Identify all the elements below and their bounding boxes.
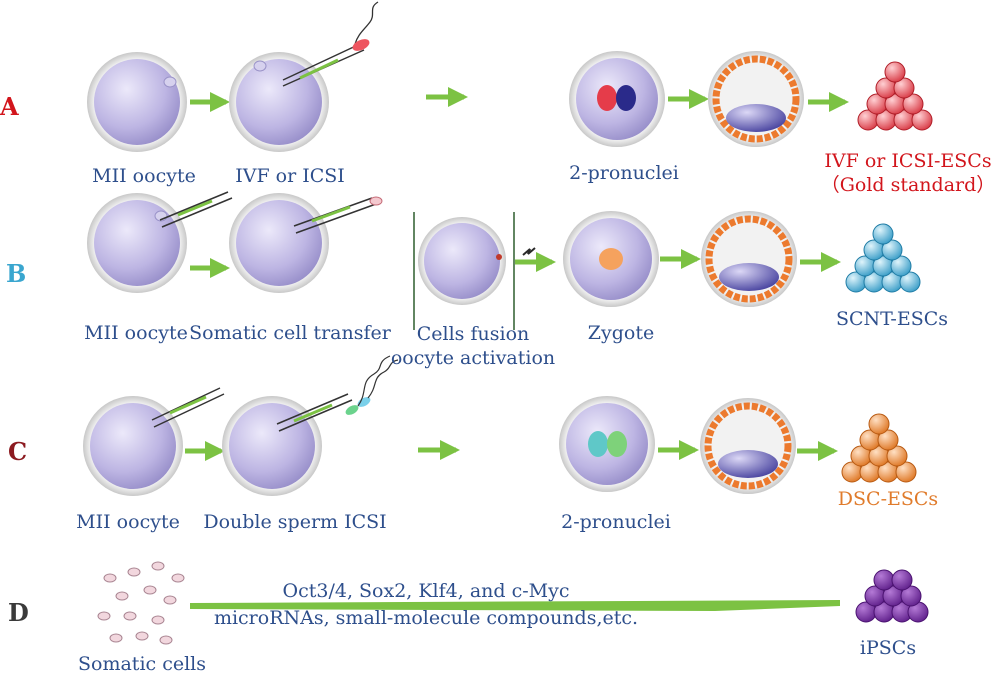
row-c-oocyte-label: MII oocyte	[76, 511, 180, 533]
row-label-b: B	[6, 259, 27, 288]
row-b-esc-colony	[845, 223, 921, 293]
row-label-c: C	[8, 437, 28, 466]
row-c-oocyte	[83, 387, 225, 496]
row-a-icsi-oocyte	[229, 52, 329, 152]
row-b-blastocyst	[701, 211, 797, 307]
row-b-activation-label: oocyte activation	[390, 347, 556, 369]
row-d-factors-line2: microRNAs, small-molecule compounds,etc.	[213, 607, 639, 629]
row-b-fusion-label: Cells fusion	[416, 323, 530, 345]
row-a-esc-colony	[857, 61, 933, 131]
row-c-esc-colony	[841, 413, 917, 483]
row-c-pronuclei-zygote	[559, 396, 655, 492]
row-d-long-arrow	[190, 600, 840, 611]
row-c-step-label: Double sperm ICSI	[203, 511, 387, 533]
row-a-micropipette	[282, 1, 379, 87]
row-b-zygote	[563, 211, 659, 307]
row-a-pronuclei-label: 2-pronuclei	[569, 162, 679, 184]
row-d-result-label: iPSCs	[859, 637, 917, 659]
row-a-result-sublabel: （Gold standard）	[820, 174, 996, 196]
row-d-ipsc-colony	[855, 569, 929, 623]
row-a-oocyte-label: MII oocyte	[92, 165, 196, 187]
row-d-factors-line1: Oct3/4, Sox2, Klf4, and c-Myc	[282, 580, 570, 602]
row-c-icsi-oocyte	[222, 355, 399, 496]
row-a-result-label: IVF or ICSI-ESCs	[824, 150, 992, 172]
row-c-blastocyst	[700, 398, 796, 494]
row-b-step-label: Somatic cell transfer	[189, 322, 391, 344]
row-b-oocyte	[87, 191, 233, 293]
row-a-step-label: IVF or ICSI	[235, 165, 345, 187]
row-label-d: D	[8, 598, 29, 627]
row-b-zygote-label: Zygote	[587, 322, 655, 344]
row-d-somatic-cells	[97, 561, 185, 645]
row-b-result-label: SCNT-ESCs	[836, 308, 948, 330]
row-a-oocyte	[87, 52, 187, 152]
row-b-transfer-oocyte	[229, 193, 383, 293]
row-a-pronuclei-zygote	[569, 51, 665, 147]
row-b-oocyte-label: MII oocyte	[84, 322, 188, 344]
row-c-pronuclei-label: 2-pronuclei	[561, 511, 671, 533]
row-c-result-label: DSC-ESCs	[837, 488, 939, 510]
row-label-a: A	[0, 92, 19, 121]
row-d-source-label: Somatic cells	[78, 653, 206, 675]
row-a-blastocyst	[708, 51, 804, 147]
row-b-fusion-electrodes	[413, 212, 536, 330]
